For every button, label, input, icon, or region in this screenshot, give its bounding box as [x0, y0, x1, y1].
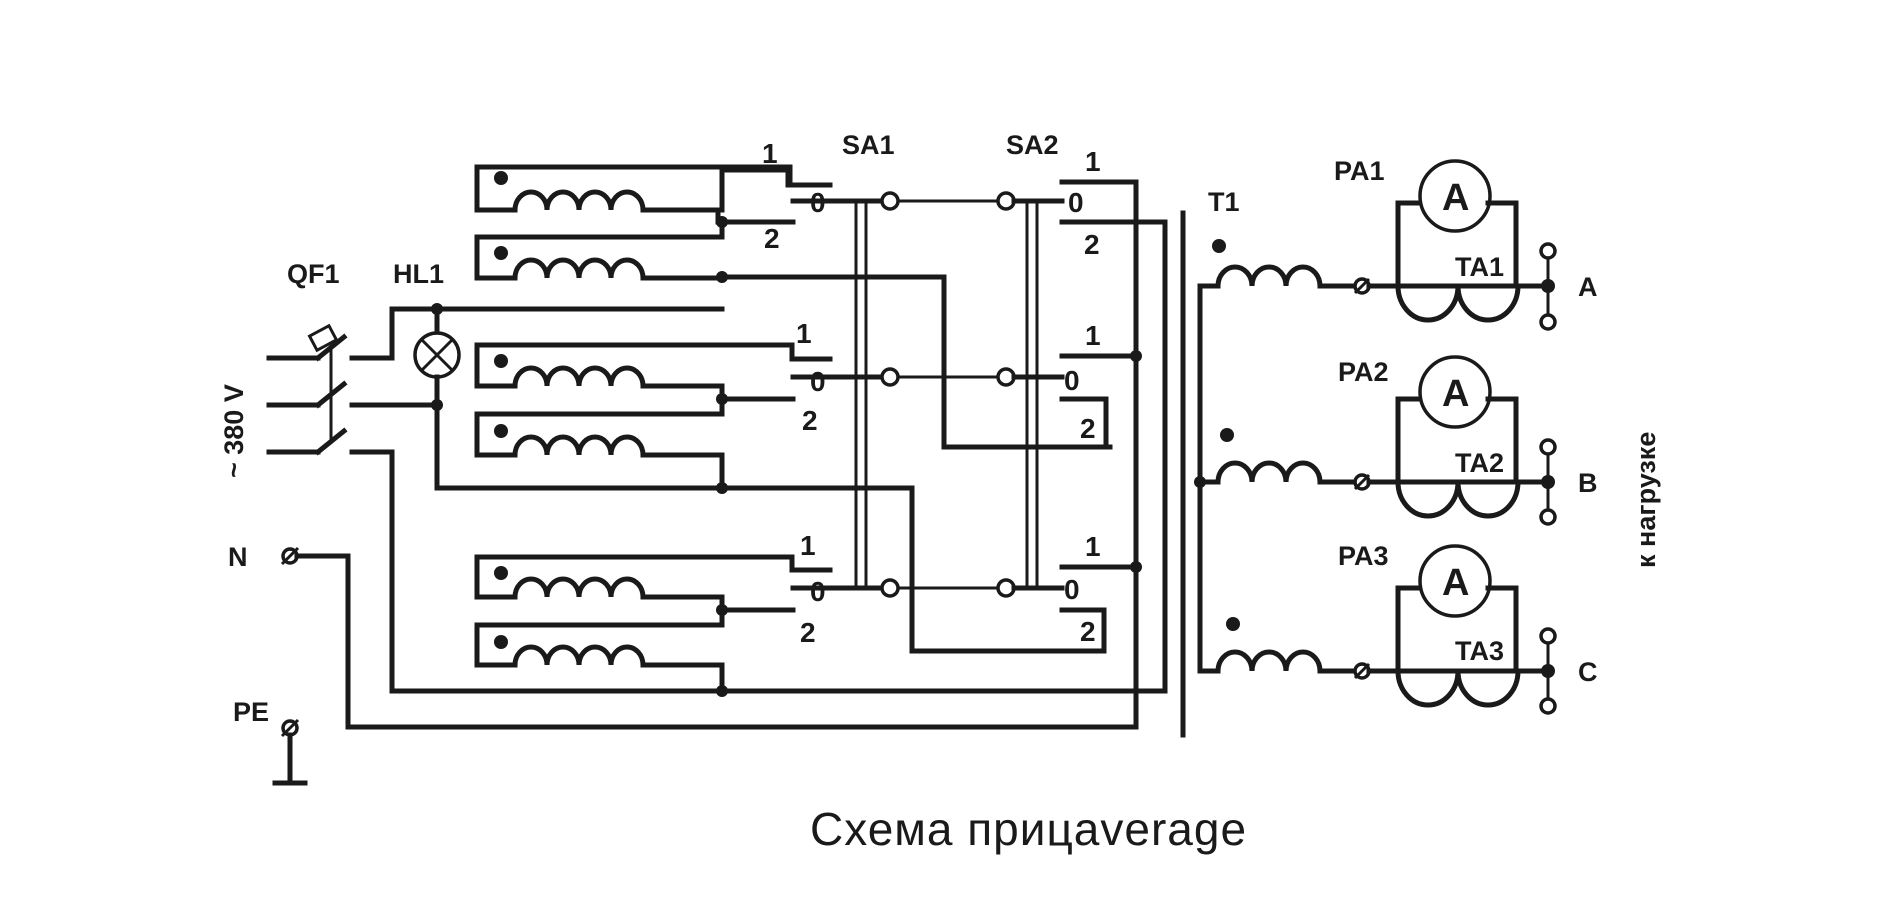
- switch-sa1: SA1 1 0 2 1 0 2 1 0 2: [762, 130, 900, 648]
- winding-group-2: [474, 342, 833, 494]
- sa1-pos1-row1: 1: [762, 138, 778, 169]
- ammeter-pa3: [1418, 544, 1492, 618]
- circuit-breaker-qf1: QF1: [287, 259, 395, 456]
- sa1-pos0-row3: 0: [810, 576, 826, 607]
- neutral-terminal: N: [228, 542, 1136, 730]
- hl1-label: HL1: [393, 259, 444, 289]
- phase-b-label: B: [1578, 468, 1598, 498]
- t1-label: T1: [1208, 187, 1240, 217]
- sa2-label: SA2: [1006, 130, 1059, 160]
- pa3-label: PA3: [1338, 541, 1389, 571]
- sa2-pos2-row1: 2: [1084, 229, 1100, 260]
- ammeter-circuit-b: PA2 A TA2 B: [1338, 355, 1598, 526]
- ammeter-pa2: [1418, 355, 1492, 429]
- sa2-pos1-row3: 1: [1085, 531, 1101, 562]
- sa2-pos0-row3: 0: [1064, 574, 1080, 605]
- sa2-pos0-row2: 0: [1064, 365, 1080, 396]
- ammeter-circuit-a: PA1 A TA1 A: [1334, 156, 1598, 331]
- sa2-pos0-row1: 0: [1068, 187, 1084, 218]
- pe-label: PE: [233, 697, 269, 727]
- switch-links: [898, 199, 1113, 654]
- to-load-label: к нагрузке: [1631, 432, 1661, 568]
- sa2-pos1-row1: 1: [1085, 146, 1101, 177]
- ammeter-pa1: [1418, 159, 1492, 233]
- diagram-caption: Схема прицaverage: [810, 803, 1247, 855]
- pa2-label: PA2: [1338, 357, 1389, 387]
- ammeter-circuit-c: PA3 A TA3 C: [1338, 541, 1598, 715]
- sa1-pos2-row1: 2: [764, 223, 780, 254]
- ta1-label: TA1: [1455, 252, 1504, 282]
- sa2-pos2-row2: 2: [1080, 413, 1096, 444]
- sa1-pos2-row3: 2: [800, 617, 816, 648]
- sa2-pos1-row2: 1: [1085, 320, 1101, 351]
- transformer-t1: T1: [1180, 187, 1358, 738]
- winding-group-1: [474, 164, 947, 283]
- sa1-label: SA1: [842, 130, 895, 160]
- sa1-pos1-row3: 1: [800, 530, 816, 561]
- winding-group-3: [474, 554, 833, 697]
- ammeter-pa3-symbol: A: [1442, 562, 1469, 604]
- switch-sa2: SA2 1 0 2 1 0 2 1 0 2: [996, 130, 1168, 730]
- qf1-label: QF1: [287, 259, 340, 289]
- n-label: N: [228, 542, 248, 572]
- ammeter-pa2-symbol: A: [1442, 373, 1469, 415]
- pa1-label: PA1: [1334, 156, 1385, 186]
- sa2-pos2-row3: 2: [1080, 616, 1096, 647]
- sa1-pos2-row2: 2: [802, 405, 818, 436]
- supply-input: ~ 380 V: [219, 355, 321, 478]
- supply-label: ~ 380 V: [219, 384, 249, 478]
- sa1-pos0-row2: 0: [810, 366, 826, 397]
- phase-a-label: A: [1578, 272, 1598, 302]
- signal-lamp-hl1: HL1: [389, 259, 1166, 694]
- ground-terminal-pe: PE: [233, 697, 308, 786]
- ta2-label: TA2: [1455, 448, 1504, 478]
- phase-c-label: C: [1578, 657, 1598, 687]
- ta3-label: TA3: [1455, 636, 1504, 666]
- ammeter-pa1-symbol: A: [1442, 177, 1469, 219]
- sa1-pos1-row2: 1: [796, 318, 812, 349]
